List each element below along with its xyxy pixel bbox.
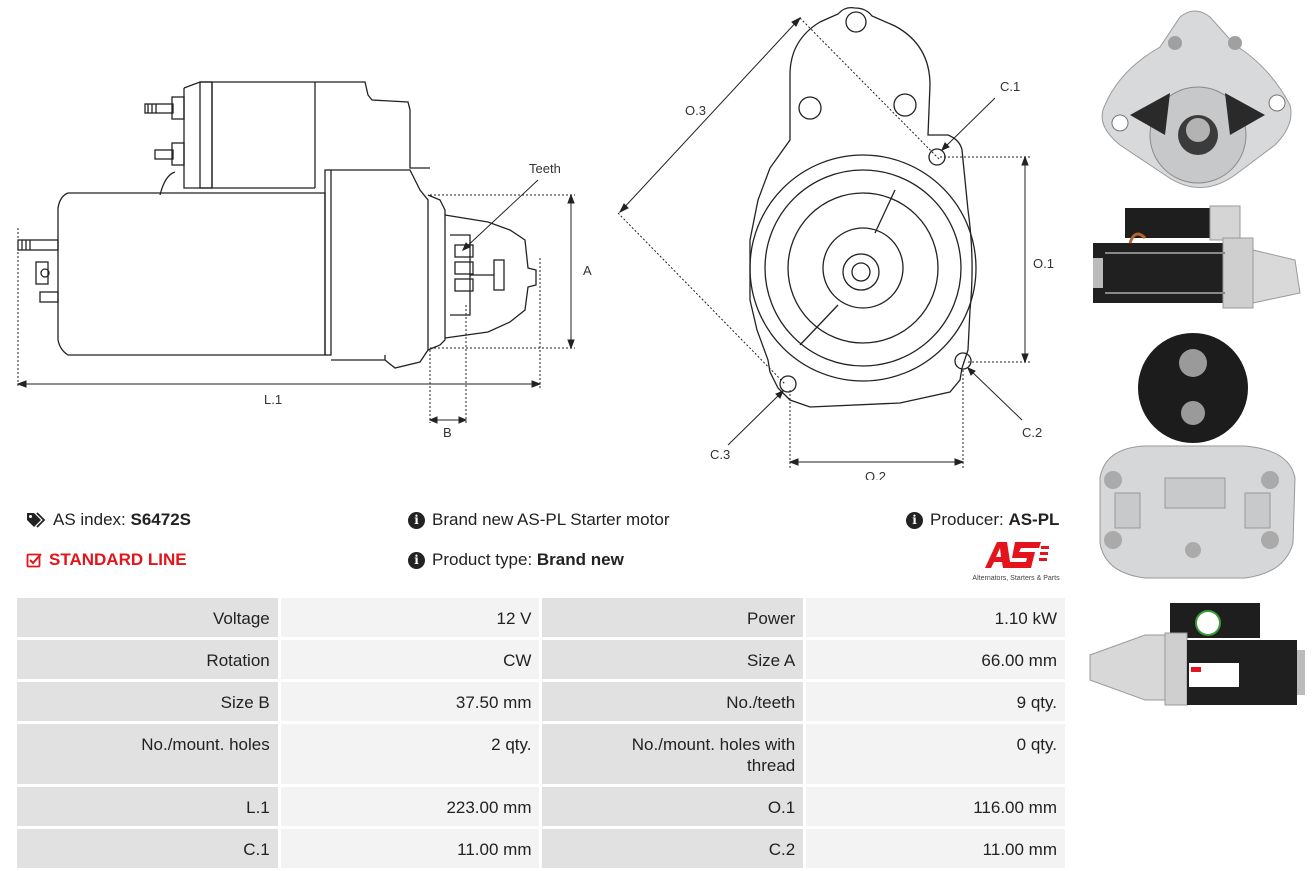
spec-value: 223.00 mm: [280, 787, 540, 826]
spec-label: Size A: [542, 640, 804, 679]
spec-value: 9 qty.: [806, 682, 1065, 721]
drawing-labels: Teeth A B L.1 O.3 C.1 O.1 C.2 C.3 O.2: [264, 79, 1054, 480]
product-type-value: Brand new: [536, 550, 624, 569]
spec-label: Rotation: [17, 640, 278, 679]
description-text: Brand new AS-PL Starter motor: [432, 510, 670, 529]
spec-value: 66.00 mm: [806, 640, 1065, 679]
product-photo-front[interactable]: [1085, 5, 1310, 200]
label-o1: O.1: [1033, 256, 1054, 271]
info-icon: i: [408, 511, 425, 529]
product-line: STANDARD LINE: [26, 550, 187, 570]
product-type: i Product type: Brand new: [408, 550, 624, 570]
product-type-label: Product type:: [432, 550, 533, 569]
producer: i Producer: AS-PL: [906, 510, 1059, 530]
front-view: [749, 6, 977, 408]
spec-label: No./mount. holes with thread: [542, 724, 804, 784]
label-c2: C.2: [1022, 425, 1042, 440]
spec-label: Size B: [17, 682, 278, 721]
label-o3: O.3: [685, 103, 706, 118]
spec-value: 37.50 mm: [280, 682, 540, 721]
product-photo-rear[interactable]: [1085, 328, 1310, 583]
label-teeth: Teeth: [529, 161, 561, 176]
spec-label: C.2: [542, 829, 804, 868]
spec-value: 2 qty.: [280, 724, 540, 784]
spec-value: 11.00 mm: [280, 829, 540, 868]
spec-value: 12 V: [280, 598, 540, 637]
producer-label: Producer:: [930, 510, 1004, 529]
info-icon: i: [906, 511, 923, 529]
label-l1: L.1: [264, 392, 282, 407]
brand-logo[interactable]: Alternators, Starters & Parts: [966, 540, 1066, 582]
spec-label: No./teeth: [542, 682, 804, 721]
info-icon: i: [408, 551, 425, 569]
product-photo-side[interactable]: [1085, 198, 1310, 318]
spec-label: C.1: [17, 829, 278, 868]
spec-value: 116.00 mm: [806, 787, 1065, 826]
spec-label: L.1: [17, 787, 278, 826]
as-index-label: AS index:: [53, 510, 126, 529]
label-o2: O.2: [865, 469, 886, 480]
brand-tagline: Alternators, Starters & Parts: [972, 575, 1060, 582]
producer-value: AS-PL: [1008, 510, 1060, 529]
spec-label: Voltage: [17, 598, 278, 637]
spec-label: No./mount. holes: [17, 724, 278, 784]
spec-label: O.1: [542, 787, 804, 826]
as-index: AS index: S6472S: [26, 510, 191, 530]
spec-value: 0 qty.: [806, 724, 1065, 784]
spec-label: Power: [542, 598, 804, 637]
label-c1: C.1: [1000, 79, 1020, 94]
product-description: i Brand new AS-PL Starter motor: [408, 510, 669, 530]
side-dimensions: [16, 179, 575, 424]
label-a: A: [583, 263, 592, 278]
technical-drawing: Teeth A B L.1 O.3 C.1 O.1 C.2 C.3 O.2: [16, 6, 1054, 480]
product-photo-label-side[interactable]: [1085, 595, 1310, 720]
tags-icon: [27, 512, 46, 528]
side-view: [17, 81, 537, 369]
label-b: B: [443, 425, 452, 440]
spec-value: 1.10 kW: [806, 598, 1065, 637]
label-c3: C.3: [710, 447, 730, 462]
spec-value: CW: [280, 640, 540, 679]
check-square-icon: [26, 553, 42, 568]
spec-value: 11.00 mm: [806, 829, 1065, 868]
front-dimensions: [617, 16, 1030, 468]
as-logo-icon: [985, 542, 1049, 568]
as-index-value: S6472S: [130, 510, 192, 529]
line-label: STANDARD LINE: [49, 550, 187, 569]
